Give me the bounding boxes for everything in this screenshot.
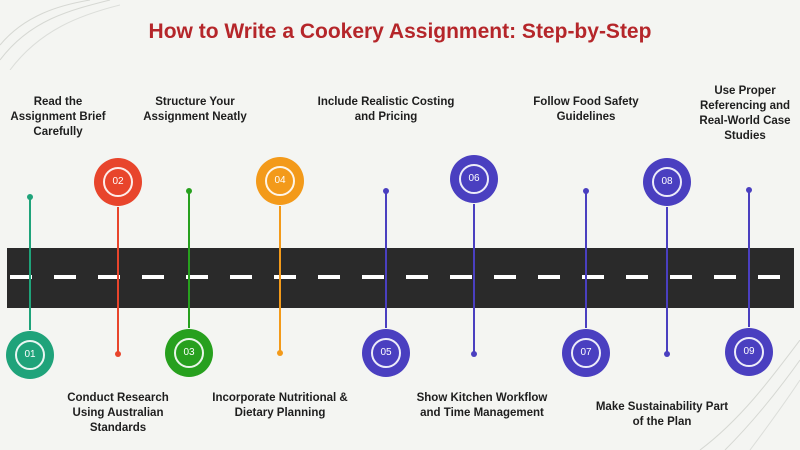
road-dash — [142, 275, 164, 279]
road-dash — [538, 275, 560, 279]
step-connector-dot — [583, 188, 589, 194]
step-06-circle-marker-icon: 06 — [450, 155, 498, 203]
step-02-label: Conduct Research Using Australian Standa… — [67, 392, 169, 434]
step-connector-line — [748, 190, 750, 327]
road-dash — [626, 275, 648, 279]
road-dash — [10, 275, 32, 279]
step-01-label: Read the Assignment Brief Carefully — [10, 96, 106, 138]
step-03-label: Structure Your Assignment Neatly — [143, 96, 247, 123]
step-connector-dot — [664, 351, 670, 357]
road-dash — [230, 275, 252, 279]
step-06-label: Show Kitchen Workflow and Time Managemen… — [416, 392, 548, 419]
step-connector-line — [585, 191, 587, 328]
road-dash — [670, 275, 692, 279]
step-connector-dot — [383, 188, 389, 194]
step-07-label: Follow Food Safety Guidelines — [533, 96, 639, 123]
step-04-circle-marker-icon: 04 — [256, 157, 304, 205]
road-dash — [362, 275, 384, 279]
road-dash — [450, 275, 472, 279]
step-number: 05 — [371, 338, 401, 368]
road-dash — [758, 275, 780, 279]
step-number: 09 — [734, 337, 764, 367]
road-dash — [494, 275, 516, 279]
step-number: 07 — [571, 338, 601, 368]
step-connector-dot — [186, 188, 192, 194]
step-03-circle-marker-icon: 03 — [165, 329, 213, 377]
step-connector-dot — [115, 351, 121, 357]
step-connector-line — [29, 197, 31, 330]
step-08-circle-marker-icon: 08 — [643, 158, 691, 206]
road-dash — [714, 275, 736, 279]
step-number: 06 — [459, 164, 489, 194]
step-connector-dot — [277, 350, 283, 356]
step-09-label: Use Proper Referencing and Real-World Ca… — [699, 85, 791, 142]
step-connector-line — [188, 191, 190, 328]
road-dash — [318, 275, 340, 279]
road-dash — [54, 275, 76, 279]
step-connector-dot — [746, 187, 752, 193]
step-05-label: Include Realistic Costing and Pricing — [317, 96, 455, 123]
road-dash — [186, 275, 208, 279]
page-title: How to Write a Cookery Assignment: Step-… — [148, 20, 652, 43]
step-04-label: Incorporate Nutritional & Dietary Planni… — [212, 392, 348, 419]
step-connector-line — [279, 206, 281, 353]
step-05-circle-marker-icon: 05 — [362, 329, 410, 377]
step-connector-line — [473, 204, 475, 354]
step-07-circle-marker-icon: 07 — [562, 329, 610, 377]
step-number: 02 — [103, 167, 133, 197]
step-02-circle-marker-icon: 02 — [94, 158, 142, 206]
step-connector-dot — [471, 351, 477, 357]
step-number: 01 — [15, 340, 45, 370]
step-number: 08 — [652, 167, 682, 197]
step-09-circle-marker-icon: 09 — [725, 328, 773, 376]
step-connector-line — [117, 207, 119, 354]
step-connector-line — [385, 191, 387, 328]
timeline-road — [7, 248, 794, 308]
road-dash — [274, 275, 296, 279]
step-number: 04 — [265, 166, 295, 196]
road-dash — [582, 275, 604, 279]
step-01-circle-marker-icon: 01 — [6, 331, 54, 379]
step-connector-dot — [27, 194, 33, 200]
step-number: 03 — [174, 338, 204, 368]
step-connector-line — [666, 207, 668, 354]
road-dash — [406, 275, 428, 279]
road-dash — [98, 275, 120, 279]
step-08-label: Make Sustainability Part of the Plan — [595, 401, 729, 428]
